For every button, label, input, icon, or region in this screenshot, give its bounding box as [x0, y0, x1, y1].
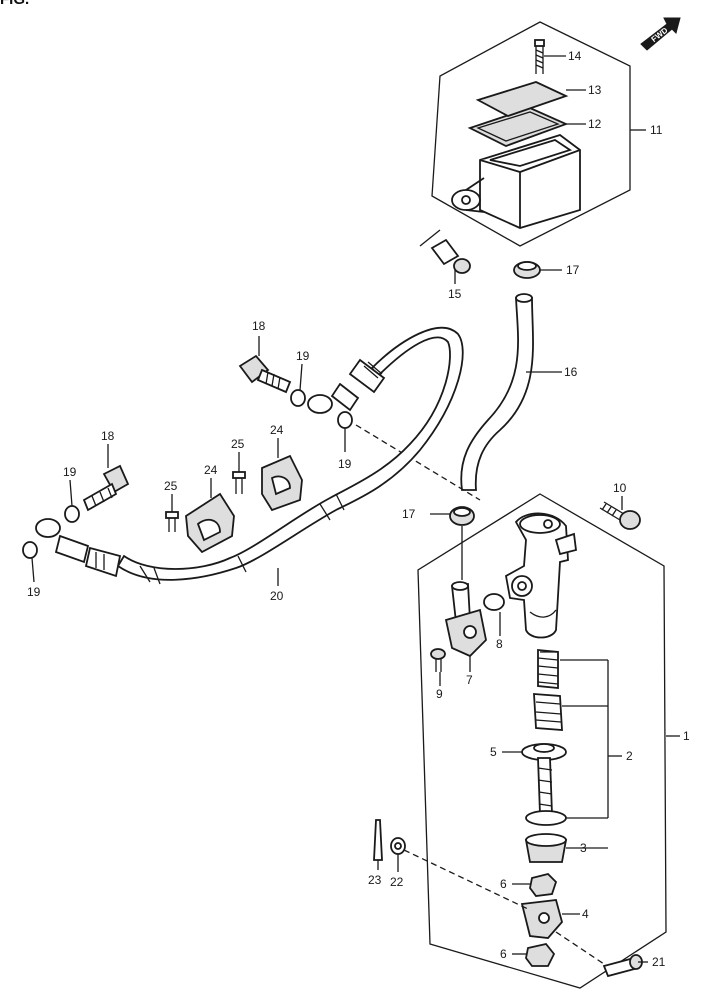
hose-clamp-24-left	[185, 492, 235, 554]
master-cylinder-body	[504, 512, 577, 639]
screw-14	[534, 39, 545, 74]
nut-6-upper	[529, 873, 558, 897]
callout-4: 4	[582, 907, 589, 921]
screw-25-right	[232, 471, 246, 494]
callout-19-b: 19	[338, 457, 352, 471]
leader-19-c	[69, 479, 73, 507]
callout-5: 5	[490, 745, 497, 759]
callout-6-upper: 6	[500, 877, 507, 891]
callout-11: 11	[650, 123, 663, 137]
push-rod	[537, 757, 553, 815]
callout-21: 21	[652, 955, 666, 969]
forward-arrow-icon: FWD	[640, 17, 681, 51]
callout-10: 10	[613, 481, 627, 495]
clevis	[520, 899, 563, 939]
hose-connector	[444, 581, 487, 658]
callout-9: 9	[436, 687, 443, 701]
leader-15-ref	[419, 229, 441, 247]
callout-2: 2	[626, 749, 633, 763]
washer-22	[390, 837, 406, 855]
hose-fitting-upper	[330, 358, 386, 412]
union-bolt-18-upper	[238, 354, 292, 394]
callout-3: 3	[580, 841, 587, 855]
circlip	[525, 810, 567, 826]
callout-19-c: 19	[63, 465, 77, 479]
callout-14: 14	[568, 49, 582, 63]
callout-18-upper: 18	[252, 319, 266, 333]
washer-19-a	[290, 389, 306, 407]
bolt-15	[430, 238, 471, 274]
washer-19-d	[22, 541, 38, 559]
callout-17-top: 17	[566, 263, 580, 277]
callout-16: 16	[564, 365, 578, 379]
banjo-end-lower	[35, 518, 61, 538]
master-cylinder-group-outline	[417, 493, 667, 989]
callout-19-a: 19	[296, 349, 310, 363]
hose-fitting-lower	[54, 534, 122, 578]
callout-24-right: 24	[270, 423, 284, 437]
spring	[537, 649, 559, 689]
callout-12: 12	[588, 117, 602, 131]
cotter-pin	[373, 819, 383, 861]
callout-19-d: 19	[27, 585, 41, 599]
callout-8: 8	[496, 637, 503, 651]
callout-23: 23	[368, 873, 382, 887]
seal-cup	[524, 833, 568, 863]
callout-25-right: 25	[231, 437, 245, 451]
banjo-end-upper	[307, 394, 333, 414]
callout-17-lower: 17	[402, 507, 416, 521]
hose-band-marks	[139, 493, 345, 585]
callout-15: 15	[448, 287, 462, 301]
union-bolt-18-lower	[82, 464, 130, 512]
diagram-title: FIG.	[0, 0, 29, 8]
screw-9	[430, 648, 446, 672]
callout-6-lower: 6	[500, 947, 507, 961]
washer-19-b	[337, 411, 353, 429]
callout-18-lower: 18	[101, 429, 115, 443]
callout-25-left: 25	[164, 479, 178, 493]
clevis-pin	[602, 954, 643, 978]
callout-24-left: 24	[204, 463, 218, 477]
callout-13: 13	[588, 83, 602, 97]
callout-20: 20	[270, 589, 284, 603]
callout-1: 1	[683, 729, 690, 743]
diaphragm-inner	[476, 111, 560, 142]
reservoir-hose	[460, 297, 534, 491]
leader-19-d	[31, 557, 35, 583]
callout-7: 7	[466, 673, 473, 687]
bolt-10	[599, 501, 641, 530]
hose-clamp-24-right	[261, 454, 303, 512]
reference-dash-line-lower	[403, 849, 605, 965]
reservoir-tank	[451, 134, 581, 229]
screw-25-left	[165, 511, 179, 532]
reservoir-cap	[475, 81, 569, 117]
piston	[533, 693, 563, 731]
leader-19-a	[299, 363, 303, 391]
hose-clamp-17-lower	[449, 506, 475, 526]
callout-22: 22	[390, 875, 404, 889]
nut-6-lower	[525, 942, 556, 967]
reservoir-group-outline	[431, 21, 631, 247]
washer-19-c	[64, 505, 80, 523]
o-ring-8	[483, 593, 505, 611]
hose-clamp-17-top	[513, 261, 541, 279]
reference-dash-line	[355, 424, 481, 501]
brake-hose	[116, 326, 464, 581]
